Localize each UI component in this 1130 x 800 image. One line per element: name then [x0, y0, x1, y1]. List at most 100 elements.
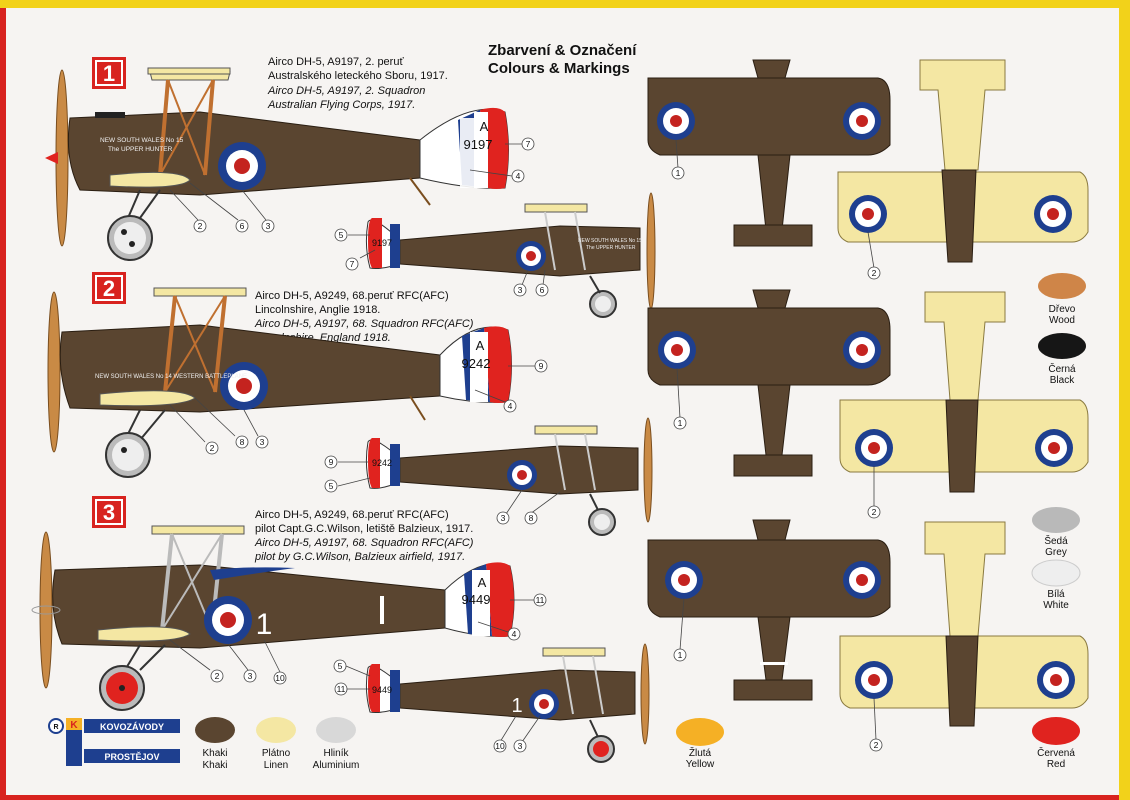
fin-letter-1: A — [480, 119, 489, 134]
svg-text:Airco DH-5, A9197, 68. Squadro: Airco DH-5, A9197, 68. Squadron RFC(AFC) — [254, 318, 474, 330]
svg-text:The UPPER HUNTER: The UPPER HUNTER — [586, 245, 636, 251]
svg-text:Černá: Černá — [1048, 362, 1076, 375]
side-view-3: A 9449 1 — [31, 525, 515, 711]
swatch-black: Černá Black — [1038, 333, 1086, 386]
fin-serial-3-small: 9449 — [372, 685, 392, 695]
caption-3: Airco DH-5, A9249, 68.peruť RFC(AFC) pil… — [254, 509, 474, 563]
svg-text:Linen: Linen — [264, 760, 288, 771]
svg-text:Airco DH-5, A9197, 68. Squadro: Airco DH-5, A9197, 68. Squadron RFC(AFC) — [254, 537, 474, 549]
fin-serial-2-small: 9242 — [372, 458, 392, 468]
svg-text:3: 3 — [260, 437, 265, 447]
fin-serial-1: 9197 — [464, 137, 493, 152]
caption-1: Airco DH-5, A9197, 2. peruť Australského… — [267, 56, 448, 111]
svg-text:6: 6 — [240, 221, 245, 231]
swatch-linen: Plátno Linen — [256, 717, 296, 771]
bottom-view-1 — [837, 59, 1089, 263]
swatch-aluminium: Hliník Aluminium — [313, 717, 360, 771]
svg-text:Australian Flying Corps, 1917.: Australian Flying Corps, 1917. — [267, 99, 415, 111]
svg-text:7: 7 — [526, 139, 531, 149]
callouts — [169, 137, 883, 753]
svg-text:Dřevo: Dřevo — [1049, 304, 1076, 315]
nose-text-1b: The UPPER HUNTER — [108, 146, 173, 153]
nose-text-1a: NEW SOUTH WALES No 15 — [100, 137, 184, 144]
svg-text:Khaki: Khaki — [202, 760, 227, 771]
svg-text:2: 2 — [874, 740, 879, 750]
svg-text:9: 9 — [539, 361, 544, 371]
svg-text:Khaki: Khaki — [202, 748, 227, 759]
fin-serial-1-small: 9197 — [372, 238, 392, 248]
svg-text:Hliník: Hliník — [323, 748, 349, 759]
svg-text:5: 5 — [329, 481, 334, 491]
swatch-white: Bílá White — [1031, 559, 1081, 611]
svg-text:Červená: Červená — [1037, 746, 1075, 759]
logo-mark: K — [70, 720, 78, 731]
svg-text:Red: Red — [1047, 759, 1065, 770]
svg-text:1: 1 — [511, 695, 522, 717]
svg-text:pilot Capt.G.C.Wilson, letiště: pilot Capt.G.C.Wilson, letiště Balzieux,… — [255, 523, 473, 535]
svg-text:NEW SOUTH WALES No 15: NEW SOUTH WALES No 15 — [578, 238, 642, 244]
svg-text:Šedá: Šedá — [1044, 534, 1068, 547]
svg-text:4: 4 — [516, 171, 521, 181]
svg-text:2: 2 — [872, 507, 877, 517]
fin-serial-3: 9449 — [462, 592, 491, 607]
fin-letter-3: A — [478, 575, 487, 590]
svg-text:4: 4 — [512, 629, 517, 639]
swatch-red: Červená Red — [1032, 717, 1080, 770]
svg-text:10: 10 — [495, 741, 505, 751]
top-view-1 — [647, 59, 891, 247]
svg-text:Airco DH-5, A9197, 2. Squadron: Airco DH-5, A9197, 2. Squadron — [267, 85, 425, 97]
right-border — [1119, 0, 1130, 800]
svg-text:10: 10 — [275, 673, 285, 683]
svg-text:2: 2 — [198, 221, 203, 231]
svg-text:Plátno: Plátno — [262, 748, 291, 759]
svg-text:4: 4 — [508, 401, 513, 411]
svg-text:Aluminium: Aluminium — [313, 760, 360, 771]
svg-text:White: White — [1043, 600, 1069, 611]
svg-text:2: 2 — [872, 268, 877, 278]
fin-serial-2: 9242 — [462, 356, 491, 371]
svg-text:pilot by G.C.Wilson, Balzieux: pilot by G.C.Wilson, Balzieux airfield, … — [254, 551, 465, 563]
fuselage-number-3: 1 — [256, 608, 273, 641]
svg-text:2: 2 — [210, 443, 215, 453]
svg-text:Airco DH-5, A9249, 68.peruť RF: Airco DH-5, A9249, 68.peruť RFC(AFC) — [255, 290, 449, 302]
logo-bottom: PROSTĚJOV — [104, 751, 159, 762]
svg-text:Airco DH-5, A9249, 68.peruť RF: Airco DH-5, A9249, 68.peruť RFC(AFC) — [255, 509, 449, 521]
svg-text:8: 8 — [240, 437, 245, 447]
svg-text:5: 5 — [339, 230, 344, 240]
svg-text:3: 3 — [518, 285, 523, 295]
callout-numbers: 7 4 2 6 3 5 7 3 6 9 4 2 8 3 9 5 3 8 11 4… — [198, 139, 879, 751]
svg-text:Australského leteckého Sboru,: Australského leteckého Sboru, 1917. — [268, 70, 448, 82]
side-view-1-right: 9197 NEW SOUTH WALES No 15 The UPPER HUN… — [365, 192, 656, 318]
side-view-2: A 9242 NEW SOUTH WALES No 14 WESTERN BAT… — [47, 287, 512, 478]
svg-text:2: 2 — [103, 276, 115, 301]
nose-text-2: NEW SOUTH WALES No 14 WESTERN BATTLEPLAN… — [95, 374, 247, 380]
svg-text:1: 1 — [103, 61, 115, 86]
kovozavody-logo: R K KOVOZÁVODY PROSTĚJOV — [48, 718, 180, 766]
svg-text:5: 5 — [338, 661, 343, 671]
top-view-2 — [647, 289, 891, 477]
svg-text:Black: Black — [1050, 375, 1075, 386]
bottom-view-2 — [839, 291, 1089, 493]
svg-text:Grey: Grey — [1045, 547, 1067, 558]
svg-text:1: 1 — [678, 418, 683, 428]
svg-text:Wood: Wood — [1049, 315, 1075, 326]
top-border — [0, 0, 1130, 8]
svg-text:6: 6 — [540, 285, 545, 295]
fin-letter-2: A — [476, 338, 485, 353]
svg-text:R: R — [53, 724, 58, 731]
svg-text:1: 1 — [676, 168, 681, 178]
svg-text:3: 3 — [518, 741, 523, 751]
svg-text:3: 3 — [266, 221, 271, 231]
svg-text:2: 2 — [215, 671, 220, 681]
swatch-grey: Šedá Grey — [1032, 507, 1080, 558]
side-view-2-right: 9242 — [365, 417, 653, 536]
logo-top: KOVOZÁVODY — [100, 722, 164, 732]
svg-text:11: 11 — [536, 595, 545, 605]
svg-text:8: 8 — [529, 513, 534, 523]
bottom-view-3 — [839, 521, 1089, 727]
title-en: Colours & Markings — [488, 60, 630, 77]
svg-text:Bílá: Bílá — [1047, 589, 1065, 600]
svg-text:Yellow: Yellow — [686, 759, 715, 770]
svg-text:Airco DH-5, A9197, 2. peruť: Airco DH-5, A9197, 2. peruť — [268, 56, 404, 68]
